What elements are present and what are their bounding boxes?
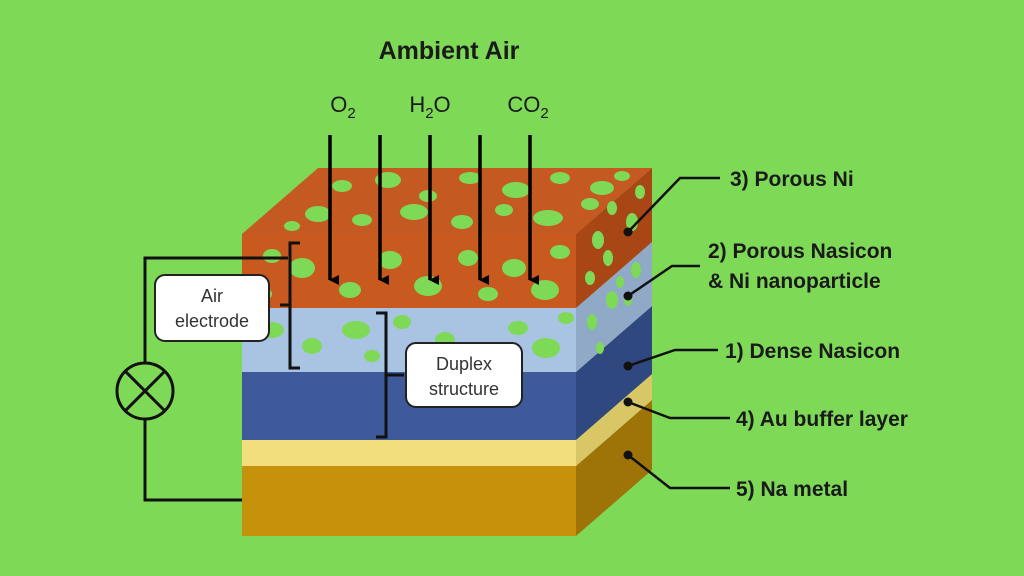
- gas-label-co2: CO2: [507, 92, 548, 122]
- label-porous-nasicon-line1: 2) Porous Nasicon: [708, 240, 892, 263]
- callout-leaders: [627, 176, 730, 490]
- circuit-wire: [143, 256, 288, 502]
- dense-nasicon-side: [576, 306, 652, 440]
- air-electrode-label-line1: Air: [201, 286, 223, 306]
- air-electrode-box: Air electrode: [154, 274, 270, 342]
- gas-label-h2o: H2O: [409, 92, 450, 122]
- air-electrode-bracket: [280, 241, 300, 370]
- label-na-metal: 5) Na metal: [736, 478, 848, 501]
- duplex-structure-box: Duplex structure: [405, 342, 523, 408]
- na-metal-front: [242, 466, 576, 536]
- leader-porous-ni: [627, 176, 720, 233]
- leader-porous-nasicon: [627, 264, 700, 298]
- au-buffer-front: [242, 440, 576, 466]
- label-dense-nasicon: 1) Dense Nasicon: [725, 340, 900, 363]
- gas-flow-arrows: [328, 135, 539, 285]
- label-au-buffer: 4) Au buffer layer: [736, 408, 908, 431]
- porous-ni-side: [576, 168, 652, 308]
- lamp-icon: [115, 361, 175, 421]
- duplex-label-line2: structure: [429, 379, 499, 399]
- au-buffer-side: [576, 374, 652, 466]
- duplex-bracket: [376, 311, 404, 439]
- leader-na-metal: [627, 454, 730, 490]
- diagram-title: Ambient Air: [379, 37, 520, 65]
- label-porous-nasicon-line2: & Ni nanoparticle: [708, 270, 881, 293]
- label-porous-ni: 3) Porous Ni: [730, 168, 854, 191]
- callout-dots: [623, 227, 633, 460]
- gas-label-o2: O2: [330, 92, 355, 122]
- leader-au-buffer: [627, 400, 730, 420]
- air-electrode-label-line2: electrode: [175, 311, 249, 331]
- duplex-label-line1: Duplex: [436, 354, 492, 374]
- leader-dense-nasicon: [627, 348, 718, 368]
- na-metal-side: [576, 400, 652, 536]
